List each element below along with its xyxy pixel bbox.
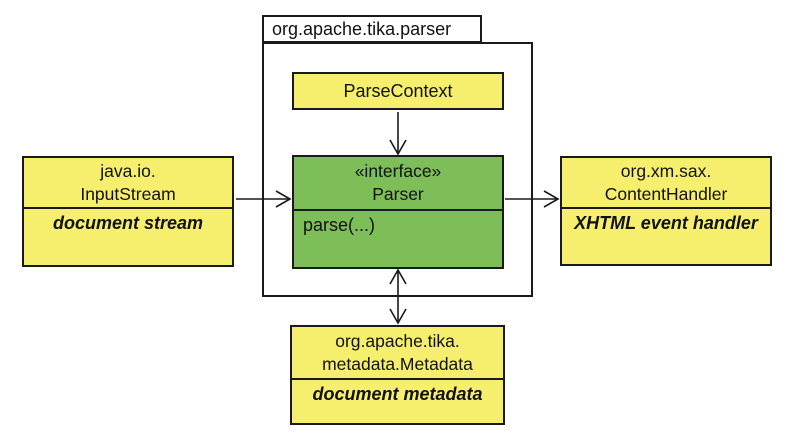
metadata-note: document metadata bbox=[312, 384, 483, 404]
metadata-note-compartment: document metadata bbox=[292, 380, 503, 423]
content-handler-note: XHTML event handler bbox=[574, 213, 758, 233]
arrowhead-right-icon bbox=[543, 190, 560, 208]
input-stream-title-compartment: java.io. InputStream bbox=[24, 158, 232, 209]
node-metadata: org.apache.tika. metadata.Metadata docum… bbox=[290, 325, 505, 425]
parser-stereotype: «interface» bbox=[354, 161, 442, 181]
node-input-stream: java.io. InputStream document stream bbox=[22, 156, 234, 267]
parse-context-title: ParseContext bbox=[343, 80, 453, 101]
parser-method: parse(...) bbox=[303, 215, 376, 235]
parser-method-compartment: parse(...) bbox=[294, 211, 502, 267]
metadata-class: metadata.Metadata bbox=[322, 353, 473, 374]
metadata-title-compartment: org.apache.tika. metadata.Metadata bbox=[292, 327, 503, 380]
content-handler-note-compartment: XHTML event handler bbox=[562, 209, 770, 264]
input-stream-note-compartment: document stream bbox=[24, 209, 232, 265]
content-handler-title-compartment: org.xm.sax. ContentHandler bbox=[562, 158, 770, 209]
package-tab: org.apache.tika.parser bbox=[262, 15, 482, 43]
arrowhead-down-icon bbox=[389, 308, 407, 325]
input-stream-class: InputStream bbox=[80, 183, 176, 204]
input-stream-package: java.io. bbox=[100, 160, 156, 181]
package-label: org.apache.tika.parser bbox=[272, 18, 452, 39]
node-content-handler: org.xm.sax. ContentHandler XHTML event h… bbox=[560, 156, 772, 266]
parser-name: Parser bbox=[372, 184, 424, 204]
node-parser-interface: «interface» Parser parse(...) bbox=[292, 155, 504, 269]
input-stream-note: document stream bbox=[52, 213, 204, 233]
metadata-package: org.apache.tika. bbox=[335, 330, 460, 351]
content-handler-package: org.xm.sax. bbox=[620, 160, 712, 181]
parser-title-compartment: «interface» Parser bbox=[294, 157, 502, 211]
content-handler-class: ContentHandler bbox=[604, 183, 728, 204]
node-parse-context: ParseContext bbox=[292, 72, 504, 110]
